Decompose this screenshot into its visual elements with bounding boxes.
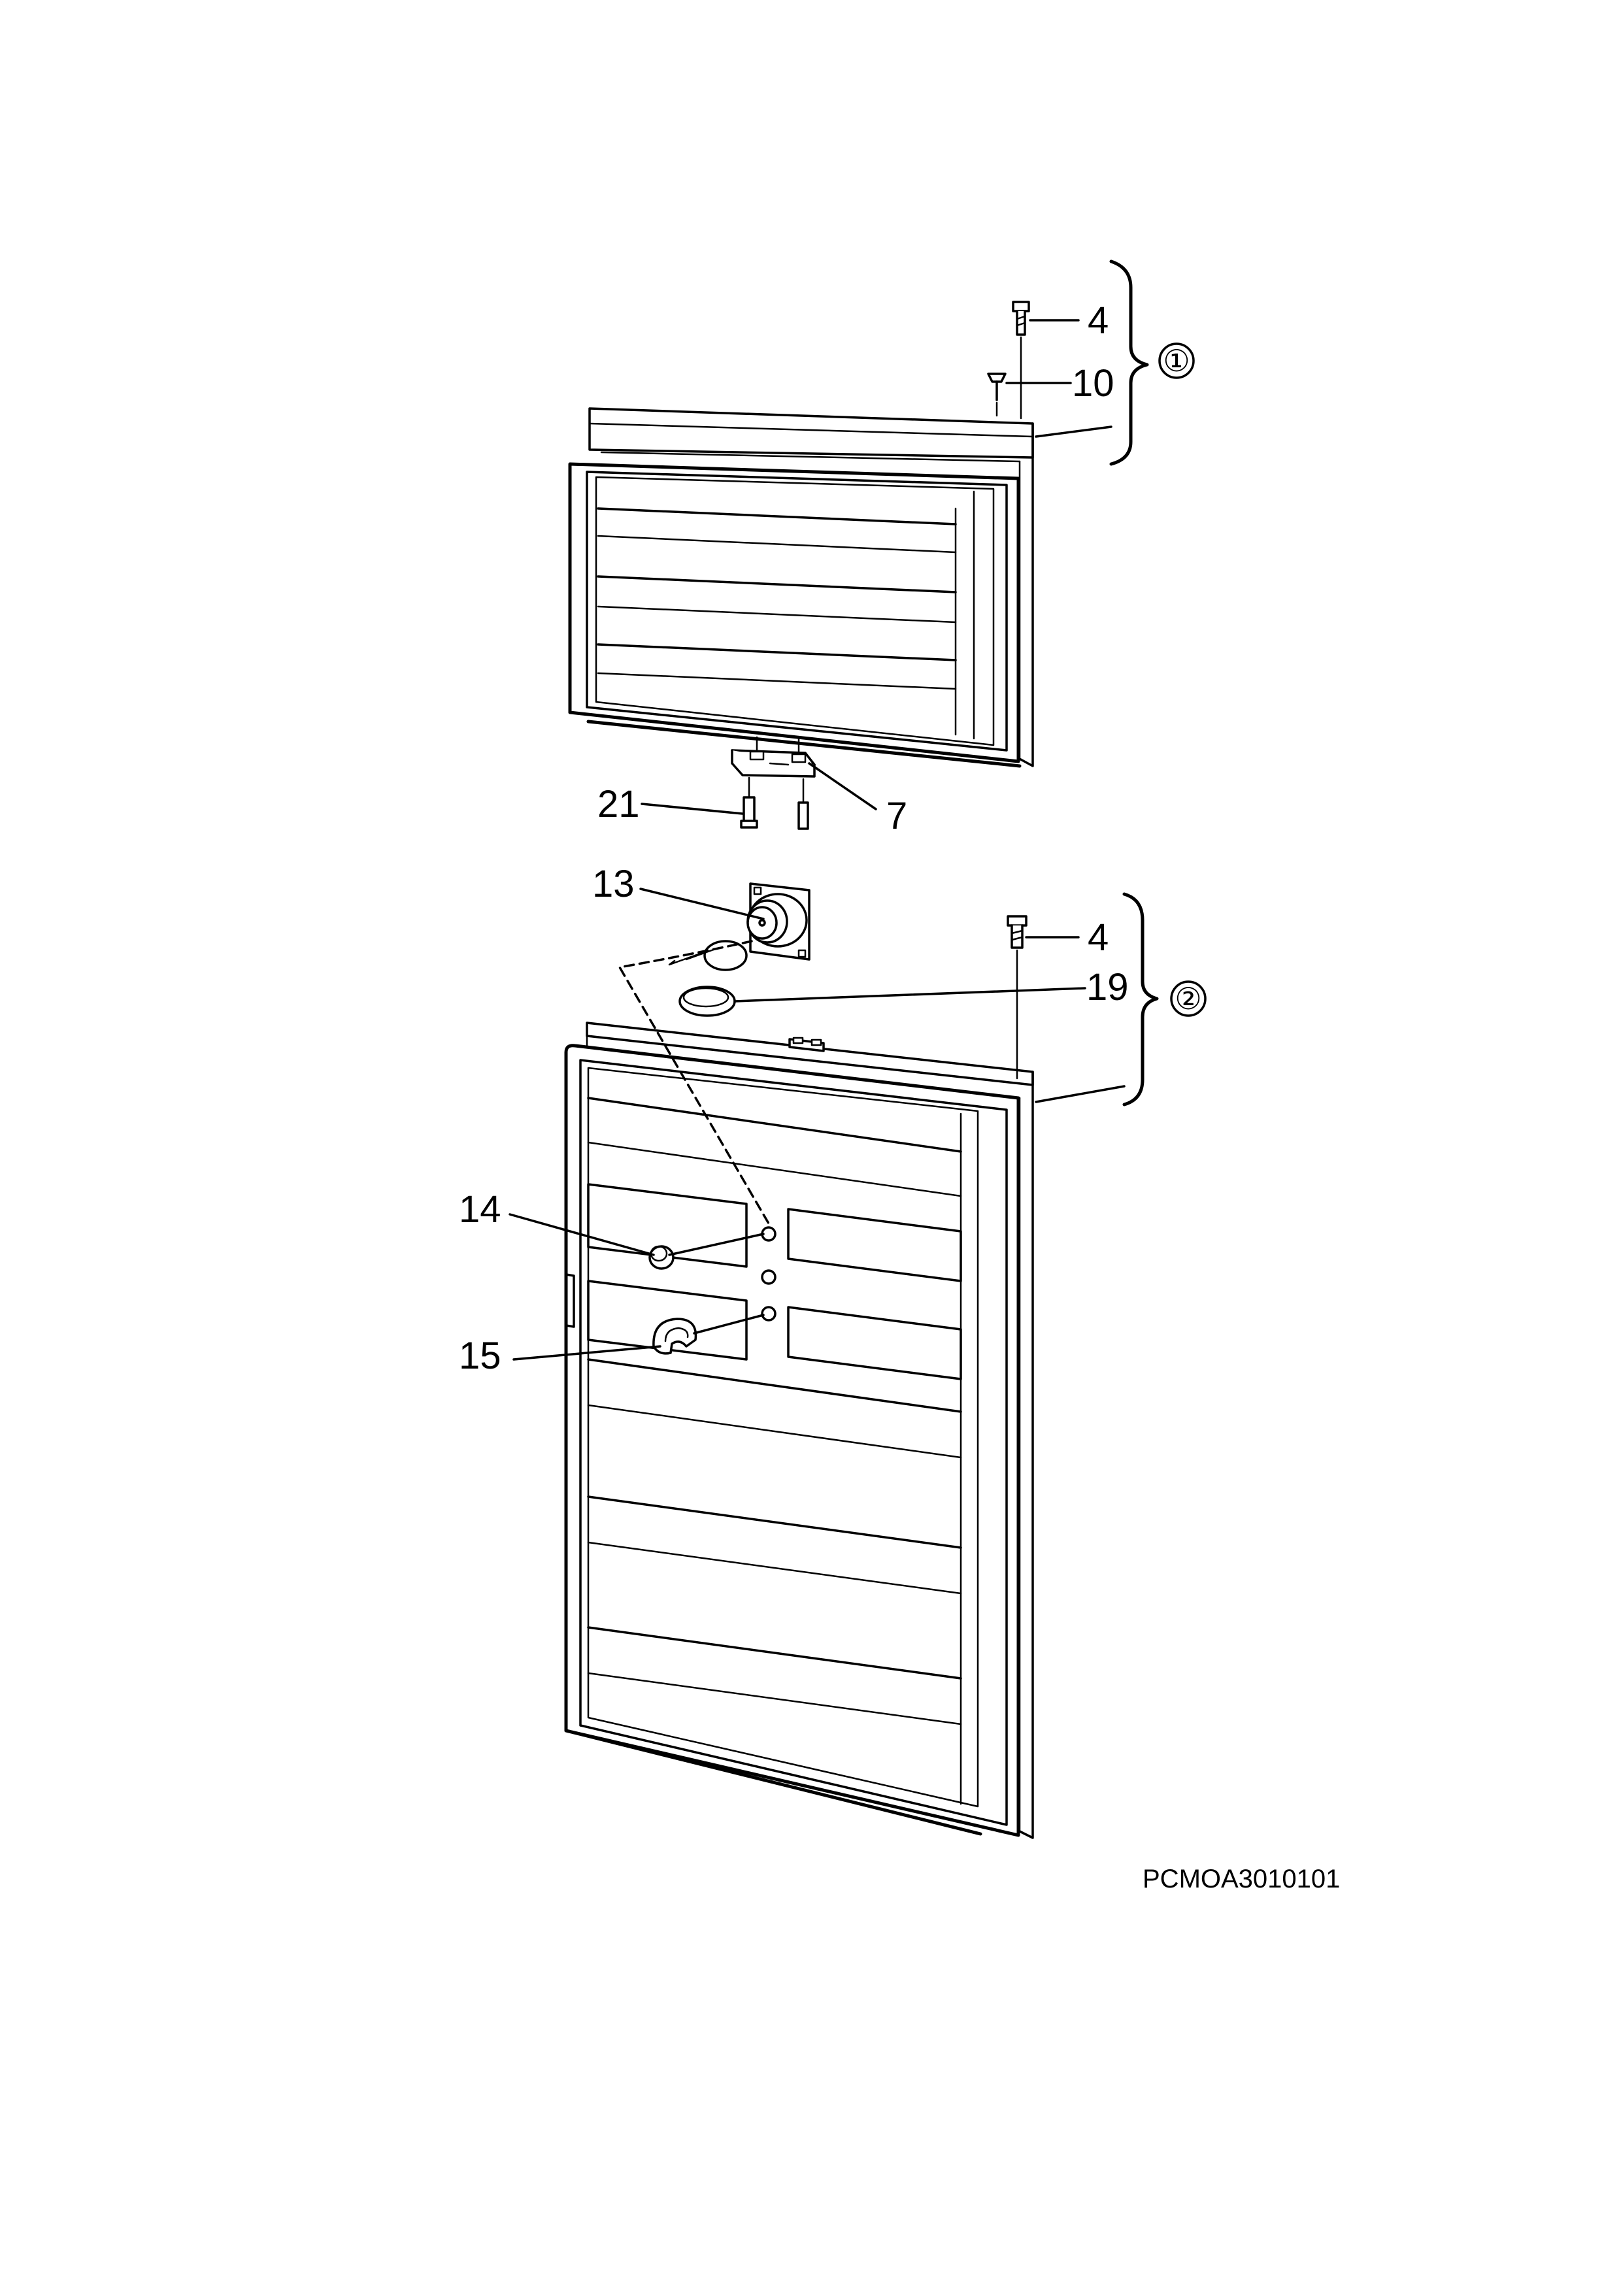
hinge-screw-bottom — [1007, 915, 1028, 1080]
freezer-door — [568, 407, 1034, 768]
group-1-brace — [1109, 259, 1149, 466]
group-2-label: ② — [1175, 982, 1201, 1016]
cap-cover — [678, 986, 736, 1017]
fridge-door — [564, 1022, 1034, 1839]
callout-7: 7 — [886, 795, 907, 837]
callout-13-leader — [639, 888, 765, 920]
callout-7-leader — [808, 762, 877, 810]
callout-15-leader-2 — [693, 1314, 765, 1335]
door-stopper — [648, 1245, 675, 1270]
hinge-pin — [987, 373, 1007, 417]
group-2-marker — [1170, 980, 1207, 1017]
group-2-brace — [1122, 892, 1159, 1106]
callout-19-leader — [733, 987, 1086, 1003]
callout-14-leader-2 — [668, 1233, 765, 1256]
callout-21: 21 — [597, 783, 640, 825]
thermostat-capillary-dashed — [618, 940, 770, 1225]
group-1-label: ① — [1163, 344, 1190, 378]
group-1-leader — [1035, 425, 1112, 438]
callout-4-bottom: 4 — [1088, 916, 1109, 959]
callout-15: 15 — [459, 1335, 501, 1377]
callout-10: 10 — [1072, 362, 1114, 405]
callout-19: 19 — [1086, 966, 1129, 1008]
callout-13: 13 — [592, 863, 635, 905]
thermostat — [668, 882, 811, 971]
hinge-screw-21 — [740, 776, 809, 830]
callout-14-leader — [509, 1213, 655, 1256]
callout-4-top: 4 — [1088, 299, 1109, 342]
callout-15-leader — [512, 1345, 661, 1361]
hinge-bracket — [731, 736, 816, 778]
group-1-marker — [1158, 342, 1195, 379]
door-catch — [652, 1318, 697, 1355]
group-2-leader — [1035, 1085, 1126, 1103]
reference-code: PCMOA3010101 — [1143, 1865, 1340, 1893]
hinge-screw-top — [1012, 301, 1030, 420]
callout-21-leader — [641, 803, 744, 815]
callout-14: 14 — [459, 1188, 501, 1231]
